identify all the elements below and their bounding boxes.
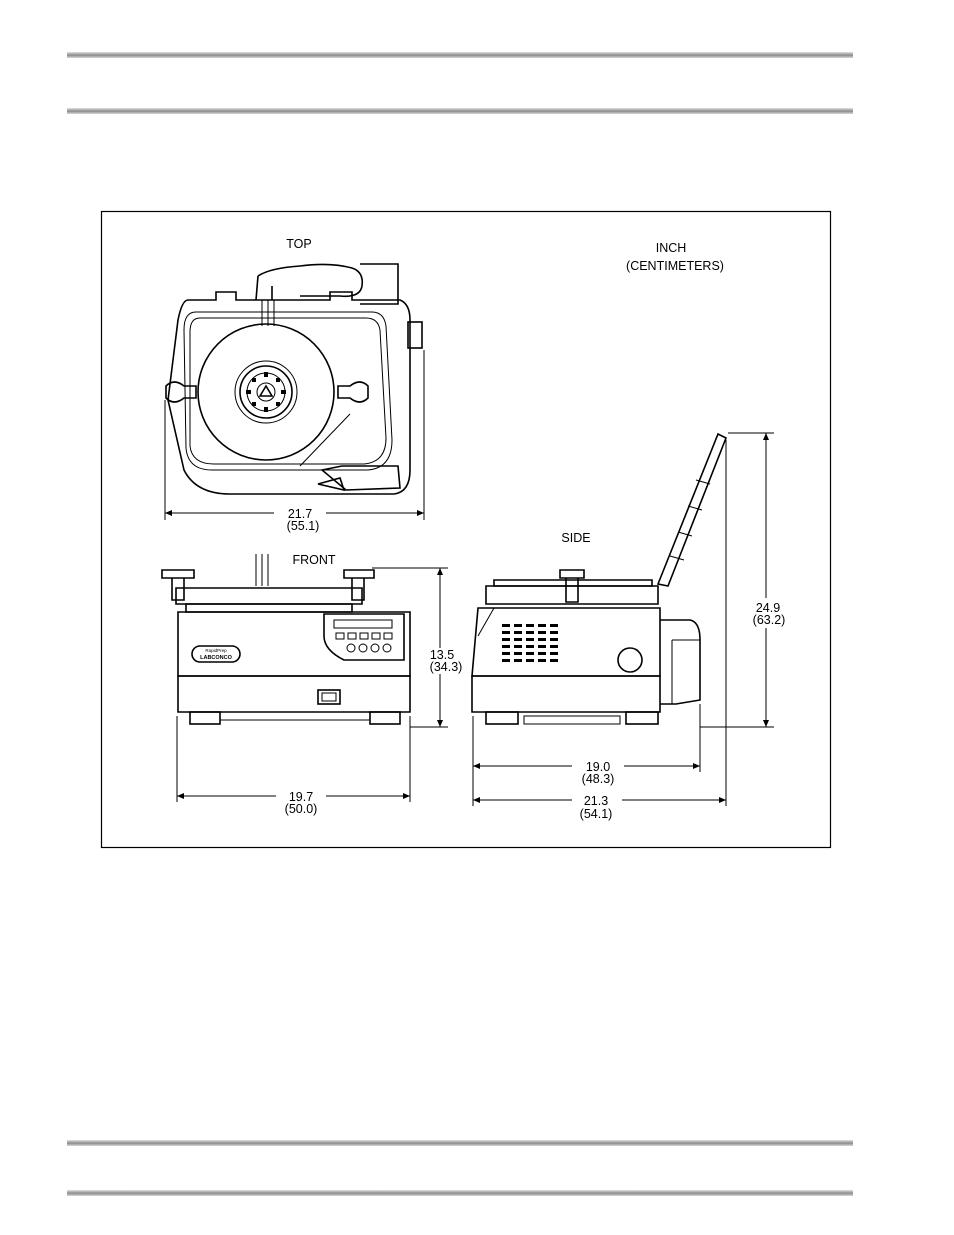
product-label-line2: LABCONCO (200, 655, 232, 661)
dim-top-width-cm: (55.1) (287, 519, 320, 533)
dim-side-overall-depth-cm: (54.1) (580, 807, 613, 821)
dim-side-overall-depth-inch: 21.3 (584, 794, 608, 808)
units-label-centimeters: (CENTIMETERS) (626, 259, 724, 273)
front-view-drawing: RapidPrep LABCONCO 13.5 (34.3) 19.7 (50.… (162, 554, 468, 816)
dim-front-height-cm: (34.3) (430, 660, 463, 674)
view-label-top: TOP (286, 237, 311, 251)
top-view-drawing: 21.7 (55.1) (165, 264, 424, 533)
dim-side-depth-cm: (48.3) (582, 772, 615, 786)
dim-front-width-cm: (50.0) (285, 802, 318, 816)
view-label-front: FRONT (292, 553, 335, 567)
units-label-inch: INCH (656, 241, 687, 255)
side-view-drawing: 24.9 (63.2) 19.0 (48.3) 21.3 (54.1) (472, 433, 790, 821)
figure-frame (102, 212, 831, 848)
dim-side-open-height-cm: (63.2) (753, 613, 786, 627)
view-label-side: SIDE (561, 531, 590, 545)
product-label-line1: RapidPrep (205, 648, 227, 653)
